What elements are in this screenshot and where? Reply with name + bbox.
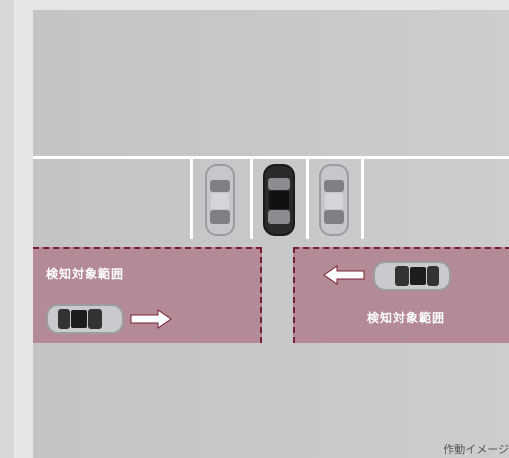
- parked-car-icon-left: [205, 164, 235, 236]
- parking-lot-scene: 検知対象範囲 検知対象範囲: [33, 10, 509, 458]
- stall-divider-3: [306, 156, 309, 239]
- own-car-icon: [263, 164, 295, 236]
- approaching-car-icon-left: [46, 304, 124, 334]
- detection-zone-right: 検知対象範囲: [293, 247, 509, 343]
- stall-divider-2: [250, 156, 253, 239]
- detection-zone-left: 検知対象範囲: [33, 247, 262, 343]
- parking-boundary-line: [33, 156, 509, 159]
- page-margin: [0, 0, 14, 458]
- detection-zone-label-right: 検知対象範囲: [367, 311, 446, 325]
- stall-divider-1: [190, 156, 193, 239]
- detection-zone-label-left: 検知対象範囲: [46, 267, 125, 281]
- stall-divider-4: [361, 156, 364, 239]
- arrow-left-icon: [323, 265, 365, 285]
- approaching-car-icon-right: [373, 261, 451, 291]
- parked-car-icon-right: [319, 164, 349, 236]
- operation-image-caption: 作動イメージ: [443, 443, 509, 456]
- arrow-right-icon: [130, 309, 172, 329]
